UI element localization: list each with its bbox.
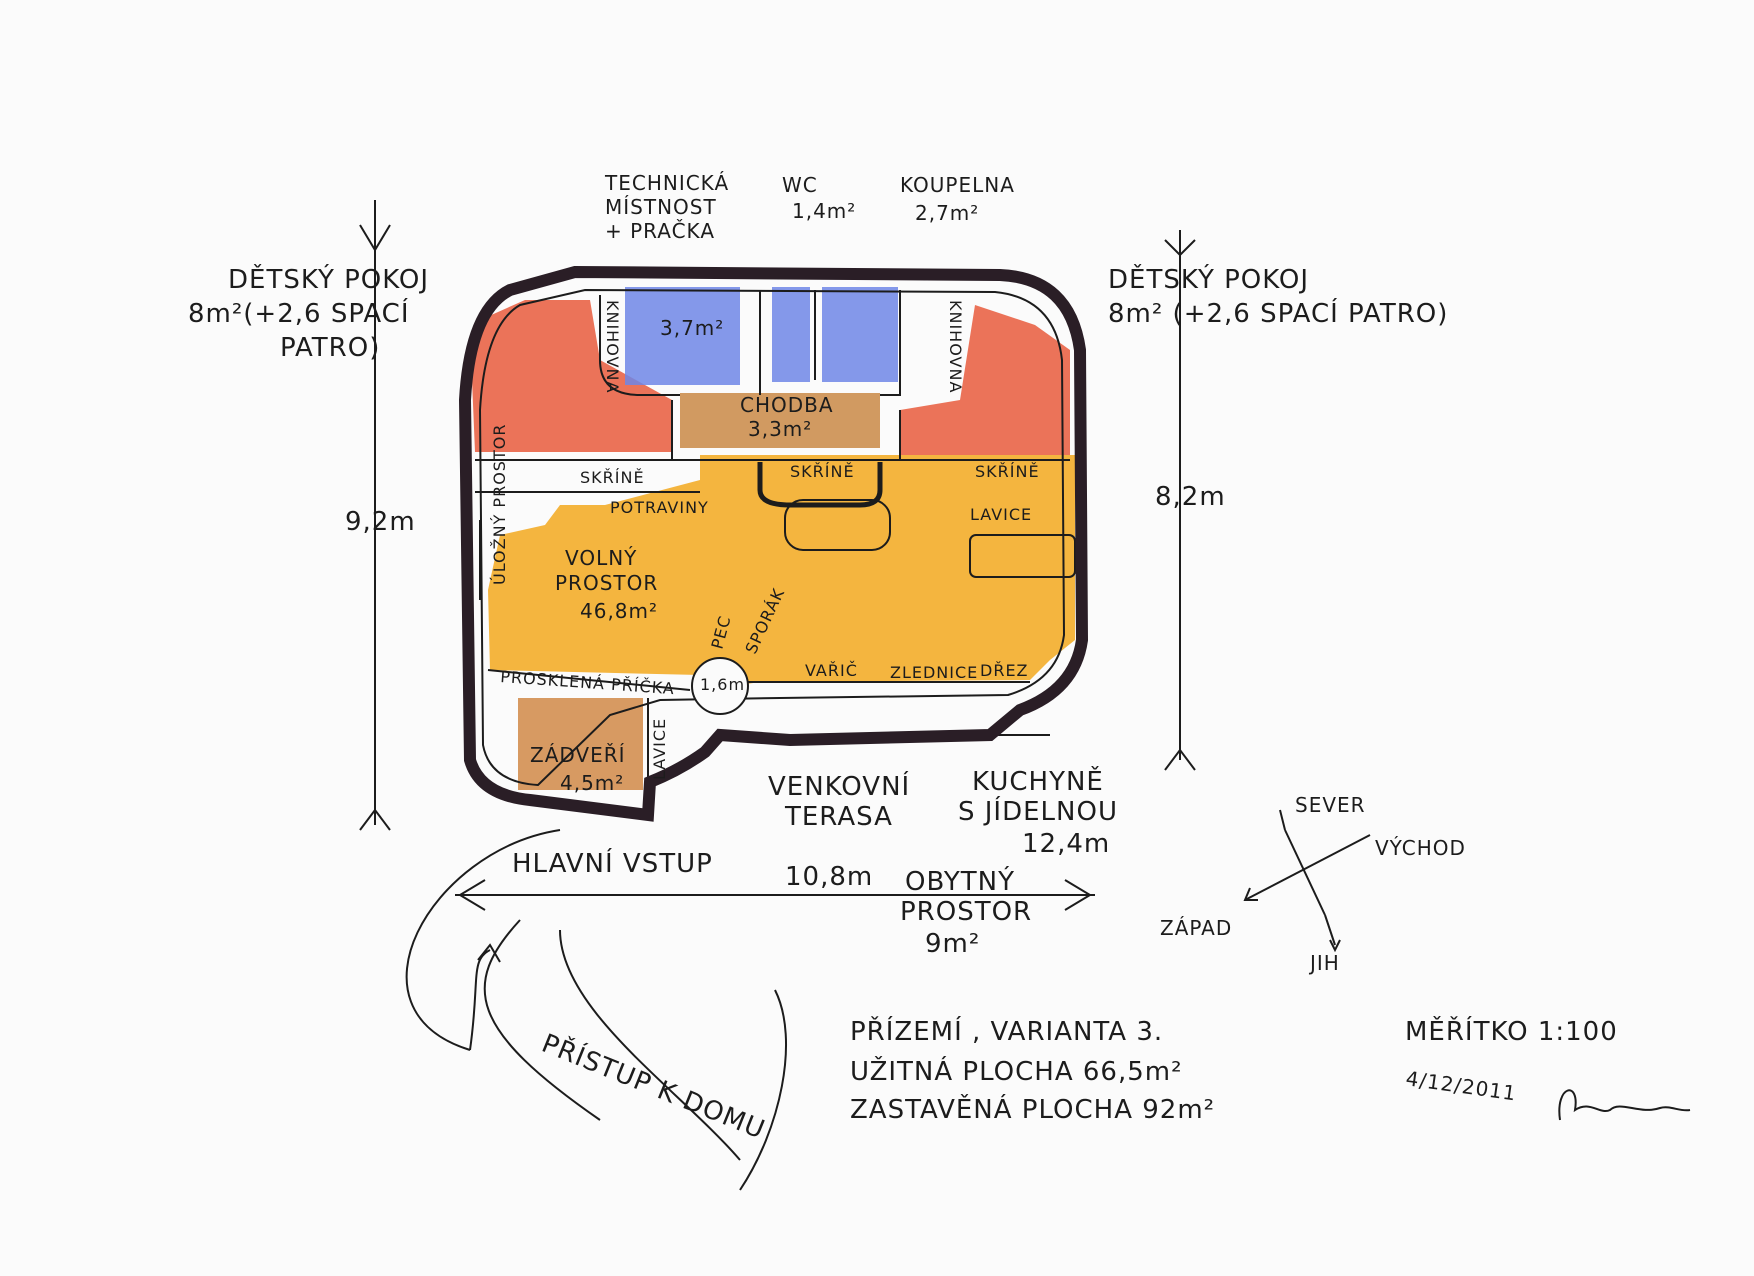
compass-west: ZÁPAD	[1160, 916, 1232, 940]
corridor-fill	[680, 393, 880, 448]
bench-label: LAVICE	[970, 505, 1032, 524]
living-area-fill	[488, 455, 1075, 688]
compass-north: SEVER	[1295, 793, 1366, 817]
bathroom-fill	[822, 287, 898, 382]
bench-entrance-label: LAVICE	[650, 718, 669, 780]
storage-label: ÚLOŽNÝ PROSTOR	[490, 424, 509, 585]
wc-fill	[772, 287, 810, 382]
dim-bottom: 10,8m	[785, 862, 873, 892]
note-usable-area: UŽITNÁ PLOCHA 66,5m²	[850, 1055, 1183, 1087]
corridor-label: CHODBA 3,3m²	[740, 393, 841, 441]
dim-right: 8,2m	[1155, 482, 1226, 512]
child-room-right-label: DĚTSKÝ POKOJ 8m² (+2,6 SPACÍ PATRO)	[1108, 263, 1448, 329]
sink-label: DŘEZ	[980, 661, 1029, 680]
living-space-label: OBYTNÝ PROSTOR 9m²	[900, 865, 1041, 959]
library-right-label: KNIHOVNA	[946, 300, 965, 393]
counter-label: ZLEDNICE	[890, 663, 978, 682]
main-entry-label: HLAVNÍ VSTUP	[512, 847, 713, 879]
wardrobe-left-label: SKŘÍNĚ	[580, 468, 645, 487]
access-label: PŘÍSTUP K DOMU	[537, 1027, 770, 1146]
compass-south: JIH	[1308, 951, 1340, 975]
compass-arrows	[1243, 809, 1371, 953]
round-column	[691, 657, 749, 715]
child-room-left-fill	[472, 300, 672, 452]
note-built-area: ZASTAVĚNÁ PLOCHA 92m²	[850, 1093, 1215, 1125]
entrance-hall-label: ZÁDVEŘÍ 4,5m²	[530, 743, 633, 795]
dimension-lines	[359, 200, 1196, 911]
cooker-label: VAŘIČ	[805, 661, 858, 680]
wardrobe-right-label: SKŘÍNĚ	[975, 462, 1040, 481]
bathroom-label: KOUPELNA 2,7m²	[900, 173, 1022, 225]
tech-room-label: TECHNICKÁ MÍSTNOST + PRAČKA	[604, 171, 737, 243]
signature	[1558, 1089, 1691, 1121]
note-date: 4/12/2011	[1404, 1066, 1518, 1105]
outer-wall-inner-line	[478, 288, 1066, 787]
note-floor-variant: PŘÍZEMÍ , VARIANTA 3.	[850, 1015, 1163, 1047]
child-room-right-fill	[900, 305, 1070, 455]
terrace-label: VENKOVNÍ TERASA	[768, 770, 919, 832]
tech-room-fill	[625, 287, 740, 385]
outer-wall	[458, 265, 1089, 822]
tech-area-label: 3,7m²	[660, 316, 724, 340]
access-path	[405, 829, 787, 1191]
library-left-label: KNIHOVNA	[603, 300, 622, 393]
note-scale: MĚŘÍTKO 1:100	[1405, 1015, 1618, 1047]
wc-label: WC 1,4m²	[782, 173, 856, 223]
compass-east: VÝCHOD	[1375, 836, 1466, 860]
dim-left: 9,2m	[345, 507, 416, 537]
child-room-left-label: DĚTSKÝ POKOJ 8m²(+2,6 SPACÍ PATRO)	[188, 263, 438, 363]
living-label: VOLNÝ PROSTOR 46,8m²	[555, 546, 666, 623]
kitchen-label: KUCHYNĚ S JÍDELNOU 12,4m	[958, 765, 1127, 859]
round-column-label: 1,6m	[700, 675, 745, 694]
wardrobe-middle-label: SKŘÍNĚ	[790, 462, 855, 481]
pantry-label: POTRAVINY	[610, 498, 709, 517]
